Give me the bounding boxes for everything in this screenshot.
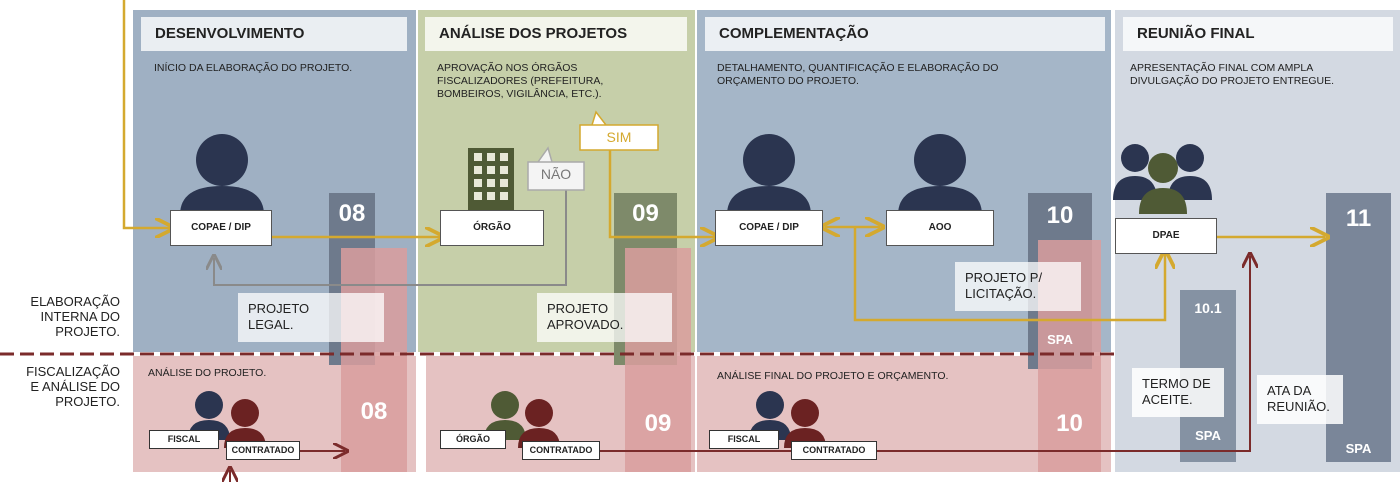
step-number-08: 08 [338, 200, 366, 227]
nao-return-line [214, 190, 567, 286]
actor-box-orgao: ÓRGÃO [440, 210, 544, 246]
tag-orgao: ÓRGÃO [440, 430, 506, 449]
note-projeto-legal: PROJETO LEGAL. [238, 293, 384, 342]
lane-label-external: FISCALIZAÇÃO E ANÁLISE DO PROJETO. [0, 364, 120, 409]
actor-box-copae-2: COPAE / DIP [715, 210, 823, 246]
callout-bubble-sim [579, 110, 659, 151]
person-icon-copae-2 [727, 134, 811, 215]
actor-box-dpae: DPAE [1115, 218, 1217, 254]
bottom-title-analise: ANÁLISE DO PROJETO. [148, 367, 267, 379]
building-icon-orgao [468, 148, 514, 212]
spa-label-11: SPA [1345, 441, 1372, 456]
phase-desc-analise: APROVAÇÃO NOS ÓRGÃOS FISCALIZADORES (PRE… [437, 62, 692, 101]
note-line: PROJETO [248, 301, 310, 316]
lane-label-line: PROJETO. [55, 394, 120, 409]
to-dpae-line [853, 227, 1165, 322]
spa-label-10-1: SPA [1195, 428, 1221, 443]
callout-nao: NÃO [540, 166, 572, 182]
step-number-09: 09 [632, 200, 659, 227]
step-number-09-bottom: 09 [644, 410, 672, 437]
callout-sim: SIM [606, 129, 632, 145]
step-bar-09-pink [625, 248, 691, 472]
entry-line [122, 0, 170, 228]
tag-contratado-3: CONTRATADO [791, 441, 877, 460]
step-number-10: 10 [1046, 202, 1074, 229]
step-number-11: 11 [1345, 205, 1372, 232]
desc-line: FISCALIZADORES (PREFEITURA, [437, 75, 604, 87]
phase-desc-reuniao-final: APRESENTAÇÃO FINAL COM AMPLA DIVULGAÇÃO … [1130, 62, 1398, 88]
lane-label-line: E ANÁLISE DO [30, 379, 120, 394]
note-line: REUNIÃO. [1267, 399, 1330, 414]
note-line: TERMO DE [1142, 376, 1211, 391]
phase-title-reuniao-final: REUNIÃO FINAL [1123, 17, 1393, 51]
phase-title-complementacao: COMPLEMENTAÇÃO [705, 17, 1105, 51]
desc-line: INÍCIO DA ELABORAÇÃO DO PROJETO. [154, 62, 353, 74]
desc-line: BOMBEIROS, VIGILÂNCIA, ETC.). [437, 88, 602, 100]
note-line: LEGAL. [248, 317, 294, 332]
bottom-flow-line-2 [600, 256, 1250, 452]
note-projeto-aprovado: PROJETO APROVADO. [537, 293, 672, 342]
group-icon-dpae [1113, 144, 1212, 214]
step-number-10-bottom: 10 [1056, 410, 1083, 437]
step-number-10-1: 10.1 [1194, 300, 1222, 316]
lane-label-line: FISCALIZAÇÃO [26, 364, 120, 379]
note-line: PROJETO [547, 301, 609, 316]
actor-box-aoo: AOO [886, 210, 994, 246]
tag-contratado-2: CONTRATADO [522, 441, 600, 460]
tag-fiscal-2: FISCAL [709, 430, 779, 449]
lane-label-line: INTERNA DO [40, 309, 120, 324]
note-line: PROJETO P/ [965, 270, 1043, 285]
desc-line: ORÇAMENTO DO PROJETO. [717, 75, 859, 87]
desc-line: APROVAÇÃO NOS ÓRGÃOS [437, 62, 578, 74]
note-line: ACEITE. [1142, 392, 1193, 407]
note-line: ATA DA [1267, 383, 1312, 398]
note-termo-aceite: TERMO DE ACEITE. [1132, 368, 1224, 417]
desc-line: DIVULGAÇÃO DO PROJETO ENTREGUE. [1130, 75, 1335, 87]
phase-title-desenvolvimento: DESENVOLVIMENTO [141, 17, 407, 51]
lane-label-line: PROJETO. [55, 324, 120, 339]
lane-label-line: ELABORAÇÃO [30, 294, 120, 309]
note-line: LICITAÇÃO. [965, 286, 1037, 301]
lane-label-internal: ELABORAÇÃO INTERNA DO PROJETO. [0, 294, 120, 339]
actor-box-copae-1: COPAE / DIP [170, 210, 272, 246]
phase-desc-complementacao: DETALHAMENTO, QUANTIFICAÇÃO E ELABORAÇÃO… [717, 62, 1107, 88]
note-projeto-licitacao: PROJETO P/ LICITAÇÃO. [955, 262, 1081, 311]
bottom-title-analise-final: ANÁLISE FINAL DO PROJETO E ORÇAMENTO. [717, 370, 949, 382]
desc-line: APRESENTAÇÃO FINAL COM AMPLA [1130, 62, 1314, 74]
tag-fiscal-1: FISCAL [149, 430, 219, 449]
phase-desc-desenvolvimento: INÍCIO DA ELABORAÇÃO DO PROJETO. [154, 62, 412, 75]
sim-line [608, 148, 715, 237]
note-ata-reuniao: ATA DA REUNIÃO. [1257, 375, 1343, 424]
spa-label-10: SPA [1047, 332, 1073, 347]
phase-title-analise: ANÁLISE DOS PROJETOS [425, 17, 687, 51]
note-line: APROVADO. [547, 317, 624, 332]
person-icon-copae-1 [180, 134, 264, 215]
step-number-08-bottom: 08 [360, 398, 388, 425]
callout-bubble-nao [527, 146, 585, 191]
person-icon-aoo [898, 134, 982, 215]
desc-line: DETALHAMENTO, QUANTIFICAÇÃO E ELABORAÇÃO… [717, 62, 999, 74]
tag-contratado-1: CONTRATADO [226, 441, 300, 460]
